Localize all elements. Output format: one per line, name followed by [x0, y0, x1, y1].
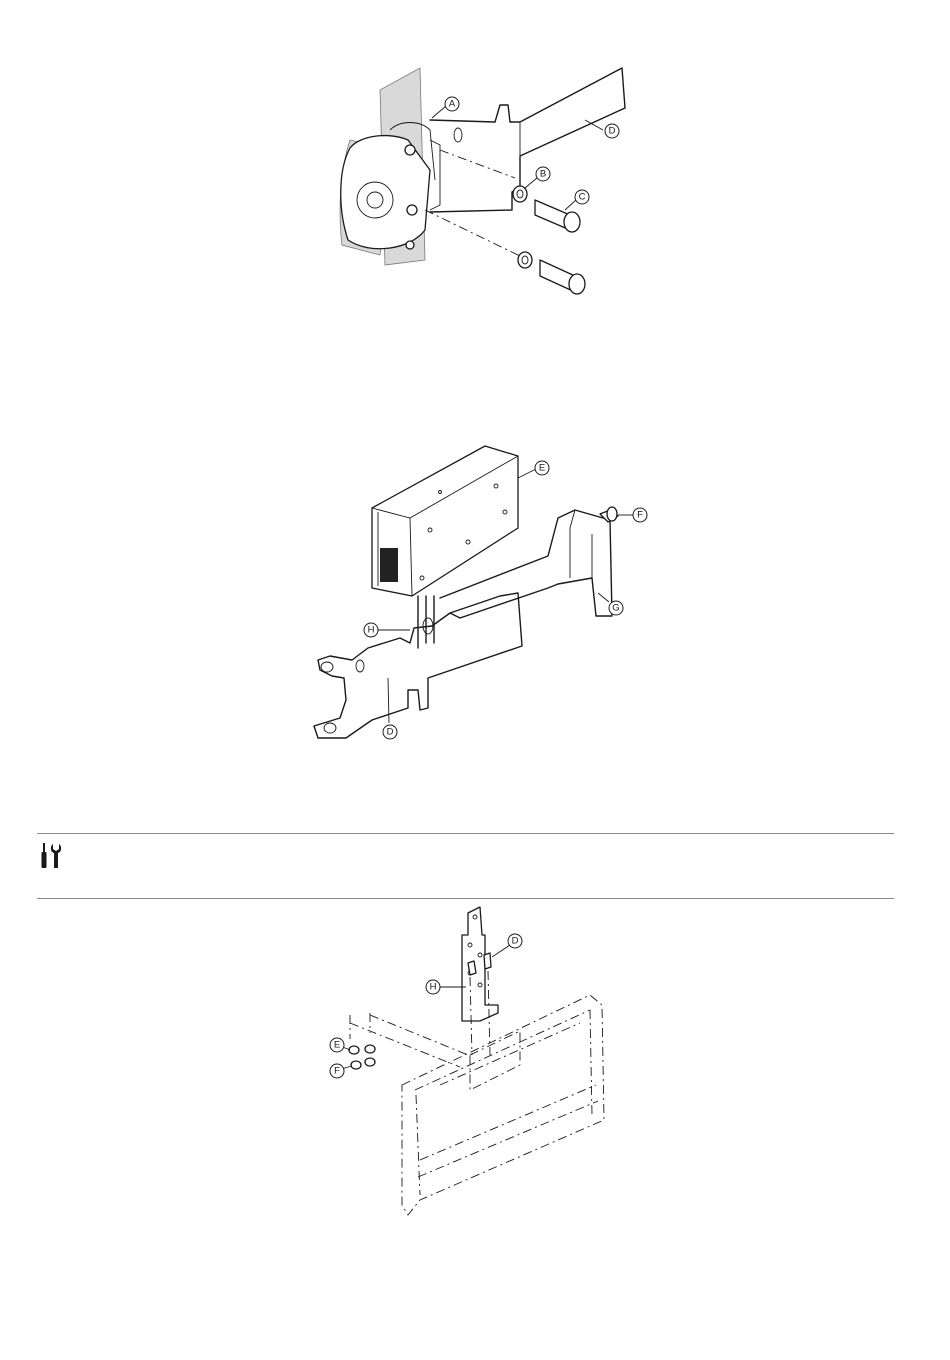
svg-text:D: D — [609, 126, 616, 137]
callout-b: B — [536, 167, 550, 181]
svg-text:C: C — [579, 192, 586, 203]
svg-text:E: E — [334, 1040, 340, 1051]
callout-d: D — [383, 725, 397, 739]
callout-c: C — [575, 190, 589, 204]
figure-lower-bracket-assembly: D H E F — [320, 905, 620, 1230]
callout-e: E — [535, 461, 549, 475]
figure-battery-box-bracket: E F G H D — [300, 438, 660, 743]
callout-g: G — [609, 601, 623, 615]
svg-text:F: F — [637, 510, 643, 521]
section-divider-top — [37, 833, 894, 834]
callout-a: A — [445, 97, 459, 111]
callout-e: E — [330, 1038, 344, 1052]
callout-h: H — [426, 980, 440, 994]
callout-h: H — [364, 623, 378, 637]
svg-text:D: D — [387, 727, 394, 738]
callout-d: D — [605, 124, 619, 138]
svg-text:E: E — [539, 463, 545, 474]
svg-text:H: H — [430, 982, 437, 993]
svg-text:B: B — [540, 169, 546, 180]
callout-f: F — [330, 1064, 344, 1078]
section-divider-bottom — [37, 898, 894, 899]
screwdriver-wrench-icon — [40, 843, 64, 869]
svg-text:A: A — [449, 99, 456, 110]
figure-mounting-bracket-clamp: A B C D — [330, 60, 650, 310]
callout-d: D — [508, 934, 522, 948]
svg-text:F: F — [334, 1066, 340, 1077]
callout-f: F — [633, 508, 647, 522]
svg-text:D: D — [512, 936, 519, 947]
svg-text:H: H — [368, 625, 375, 636]
svg-text:G: G — [612, 603, 619, 614]
